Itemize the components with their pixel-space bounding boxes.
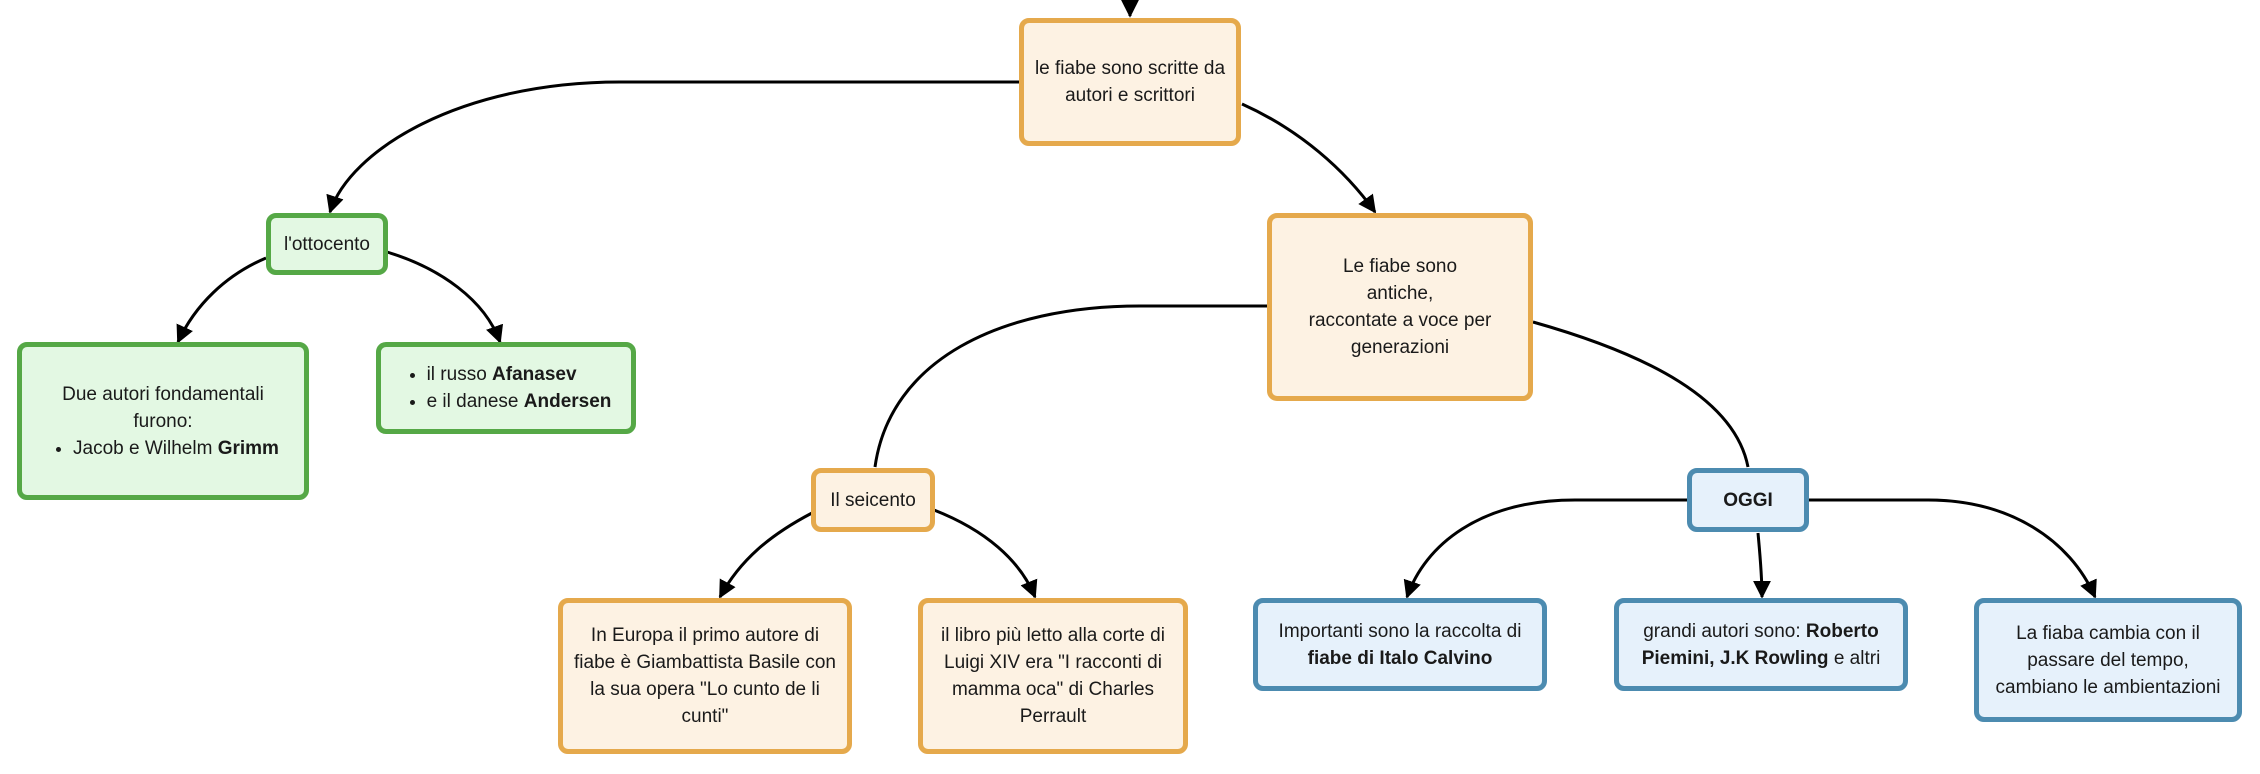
node-antiche: Le fiabe sono antiche, raccontate a voce…: [1267, 213, 1533, 401]
node-cambia-line2: passare del tempo,: [2027, 649, 2189, 671]
node-perrault-line1: il libro più letto alla corte di: [941, 625, 1165, 646]
node-afanasev: il russo Afanasev e il danese Andersen: [376, 342, 636, 434]
node-grimm-line1: Due autori fondamentali: [62, 383, 264, 405]
edge-oggi-cambia: [1808, 498, 2097, 599]
node-perrault-line2: Luigi XIV era "I racconti di: [944, 652, 1162, 673]
edge-root-ottocento: [326, 80, 1020, 214]
node-grimm-line2: furono:: [133, 410, 193, 432]
node-cambia-line1: La fiaba cambia con il: [2016, 622, 2200, 644]
node-perrault-line3: mamma oca" di Charles: [951, 679, 1155, 700]
node-afanasev-item2-bold: Andersen: [523, 391, 612, 412]
node-afanasev-list: il russo Afanasev e il danese Andersen: [401, 361, 612, 415]
node-afanasev-item1: il russo Afanasev: [427, 361, 612, 388]
node-antiche-line4: generazioni: [1350, 337, 1450, 358]
node-autori-line2-text: e altri: [1828, 647, 1881, 669]
node-ottocento: l'ottocento: [266, 213, 388, 275]
node-basile-line1: In Europa il primo autore di: [590, 625, 820, 646]
edge-ottocento-grimm: [176, 256, 267, 344]
node-ottocento-label: l'ottocento: [283, 233, 371, 255]
edge-oggi-autori: [1752, 532, 1771, 599]
node-basile-line2: fiabe è Giambattista Basile con: [574, 652, 836, 673]
node-grimm-bullet-text: Jacob e Wilhelm: [73, 437, 218, 459]
node-root-line2: autori e scrittori: [1065, 85, 1195, 106]
node-seicento-label: Il seicento: [830, 489, 916, 511]
node-afanasev-item2: e il danese Andersen: [427, 388, 612, 415]
node-afanasev-item1-text: il russo: [426, 364, 493, 385]
node-antiche-line1: Le fiabe sono: [1342, 256, 1458, 277]
node-oggi-label: OGGI: [1723, 489, 1773, 511]
node-basile: In Europa il primo autore di fiabe è Gia…: [558, 598, 852, 754]
node-perrault: il libro più letto alla corte di Luigi X…: [918, 598, 1188, 754]
node-grimm: Due autori fondamentali furono: Jacob e …: [17, 342, 309, 500]
node-calvino-line1: Importanti sono la raccolta di: [1278, 620, 1522, 642]
node-calvino-line2: fiabe di Italo Calvino: [1307, 647, 1493, 669]
node-basile-line3: la sua opera "Lo cunto de li: [590, 679, 820, 700]
edge-seicento-perrault: [933, 508, 1038, 599]
edge-oggi-calvino: [1403, 498, 1689, 599]
edge-seicento-basile: [718, 511, 813, 599]
node-oggi: OGGI: [1687, 468, 1809, 532]
node-autori-oggi: grandi autori sono: Roberto Piemini, J.K…: [1614, 598, 1908, 691]
node-grimm-bullet-bold: Grimm: [217, 437, 279, 459]
edge-antiche-oggi: [1532, 320, 1750, 468]
node-autori-line2-bold: Piemini, J.K Rowling: [1641, 647, 1829, 669]
node-autori-line1-text: grandi autori sono:: [1643, 620, 1806, 642]
node-afanasev-item2-text: e il danese: [426, 391, 524, 412]
node-cambia-line3: cambiano le ambientazioni: [1995, 676, 2221, 698]
node-antiche-line2: antiche,: [1366, 283, 1434, 304]
node-cambia: La fiaba cambia con il passare del tempo…: [1974, 598, 2242, 722]
edge-root-antiche: [1241, 102, 1377, 214]
node-basile-line4: cunti": [681, 706, 729, 727]
node-grimm-list: Jacob e Wilhelm Grimm: [47, 435, 279, 462]
node-grimm-bullet: Jacob e Wilhelm Grimm: [73, 435, 279, 462]
node-calvino: Importanti sono la raccolta di fiabe di …: [1253, 598, 1547, 691]
node-perrault-line4: Perrault: [1019, 706, 1087, 727]
node-autori-line1-bold: Roberto: [1805, 620, 1879, 642]
node-root-line1: le fiabe sono scritte da: [1034, 58, 1226, 79]
node-root: le fiabe sono scritte da autori e scritt…: [1019, 18, 1241, 146]
edge-ottocento-afanasev: [386, 250, 504, 344]
node-antiche-line3: raccontate a voce per: [1308, 310, 1492, 331]
node-seicento: Il seicento: [811, 468, 935, 532]
node-afanasev-item1-bold: Afanasev: [492, 364, 577, 385]
edge-antiche-seicento: [873, 304, 1268, 468]
